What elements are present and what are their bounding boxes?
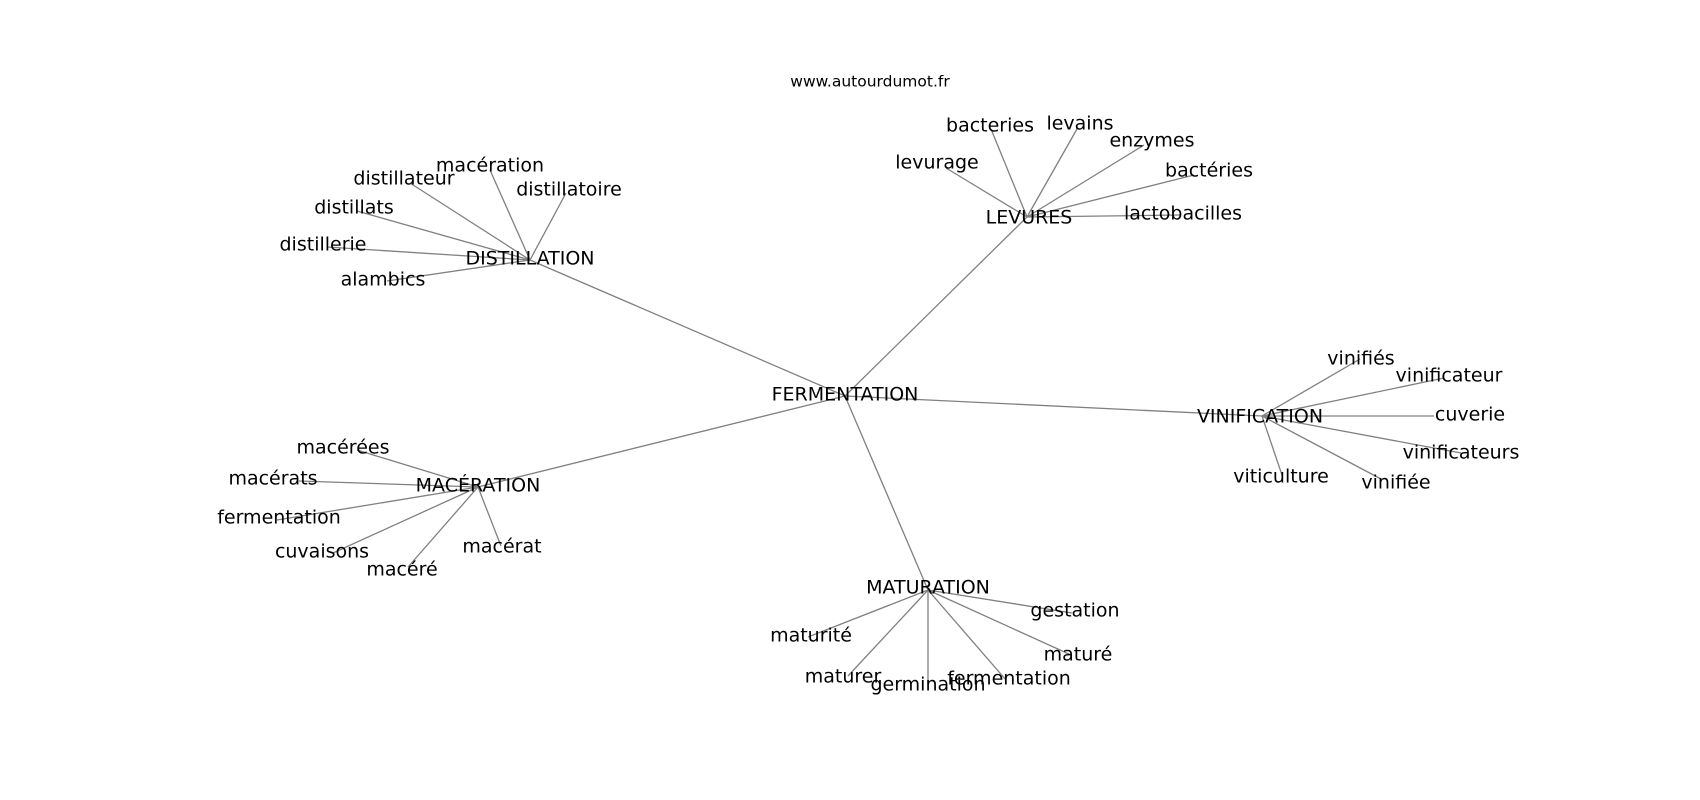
edge-hub-leaf (1261, 377, 1445, 417)
edge-hub-leaf (529, 192, 567, 261)
edge-center-hub (529, 259, 846, 397)
leaf-node-label: macérat (462, 536, 541, 558)
leaf-node-label: cuvaisons (275, 541, 369, 563)
edge-hub-leaf (489, 169, 531, 261)
edge-hub-leaf (356, 210, 531, 261)
center-node-label: FERMENTATION (772, 384, 919, 406)
leaf-node-label: distillatoire (516, 179, 622, 201)
leaf-node-label: macéré (366, 559, 437, 581)
leaf-node-label: viticulture (1233, 466, 1329, 488)
edge-hub-leaf (1026, 144, 1145, 218)
leaf-node-label: levurage (895, 152, 978, 174)
edge-hub-leaf (326, 246, 531, 261)
edge-hub-leaf (276, 486, 479, 521)
hub-node-label: VINIFICATION (1197, 406, 1323, 428)
edge-hub-leaf (807, 589, 929, 638)
leaf-node-label: maturer (805, 666, 882, 688)
edge-hub-leaf (927, 589, 1007, 681)
leaf-node-label: germination (870, 674, 985, 696)
leaf-node-label: maturé (1044, 644, 1113, 666)
leaf-node-label: vinifiée (1361, 472, 1430, 494)
leaf-node-label: vinifiés (1327, 348, 1394, 370)
leaf-node-label: distillerie (280, 234, 367, 256)
edge-hub-leaf (945, 167, 1028, 218)
leaf-node-label: vinificateur (1396, 365, 1503, 387)
edge-hub-leaf (477, 486, 502, 547)
leaf-node-label: bactéries (1165, 160, 1253, 182)
edge-hub-leaf (1026, 128, 1078, 218)
edge-hub-leaf (1026, 214, 1181, 218)
edge-hub-leaf (847, 589, 929, 677)
edge-center-hub (844, 216, 1028, 397)
edge-hub-leaf (1026, 174, 1195, 218)
edge-hub-leaf (386, 259, 531, 282)
leaf-node-label: vinificateurs (1403, 442, 1520, 464)
edge-hub-leaf (1261, 415, 1462, 454)
edge-hub-leaf (927, 589, 1073, 614)
edge-hub-leaf (409, 182, 531, 261)
leaf-node-label: macérats (228, 468, 317, 490)
leaf-node-label: gestation (1030, 600, 1119, 622)
graph-edges (276, 128, 1462, 684)
leaf-node-label: distillateur (353, 168, 454, 190)
edge-hub-leaf (1261, 358, 1361, 417)
leaf-node-label: enzymes (1109, 130, 1194, 152)
leaf-node-label: bacteries (946, 115, 1034, 137)
leaf-node-label: lactobacilles (1124, 203, 1242, 225)
hub-node-label: DISTILLATION (465, 248, 594, 270)
edge-hub-leaf (1261, 415, 1382, 480)
leaf-node-label: levains (1046, 113, 1113, 135)
leaf-node-label: cuverie (1435, 404, 1505, 426)
edge-center-hub (844, 395, 1263, 417)
edge-hub-leaf (407, 486, 479, 568)
edge-center-hub (477, 395, 846, 488)
leaf-node-label: fermentation (947, 668, 1071, 690)
hub-node-label: MACÉRATION (416, 474, 541, 497)
leaf-node-label: maturité (770, 625, 852, 647)
leaf-node-label: macération (436, 155, 544, 177)
edge-hub-leaf (927, 589, 1072, 656)
hub-node-label: LEVURES (986, 207, 1073, 229)
hub-node-label: MATURATION (866, 577, 990, 599)
edge-hub-leaf (298, 480, 479, 488)
leaf-node-label: macérées (297, 437, 390, 459)
edge-hub-leaf (990, 128, 1028, 218)
site-watermark: www.autourdumot.fr (790, 73, 950, 91)
leaf-node-label: alambics (341, 269, 426, 291)
edge-hub-leaf (332, 486, 479, 554)
edge-center-hub (844, 395, 929, 591)
leaf-node-label: distillats (314, 197, 394, 219)
leaf-node-label: fermentation (217, 507, 341, 529)
edge-hub-leaf (356, 449, 479, 488)
edge-hub-leaf (1261, 415, 1283, 476)
graph-labels: www.autourdumot.fr FERMENTATION DISTILLAT… (217, 73, 1519, 696)
